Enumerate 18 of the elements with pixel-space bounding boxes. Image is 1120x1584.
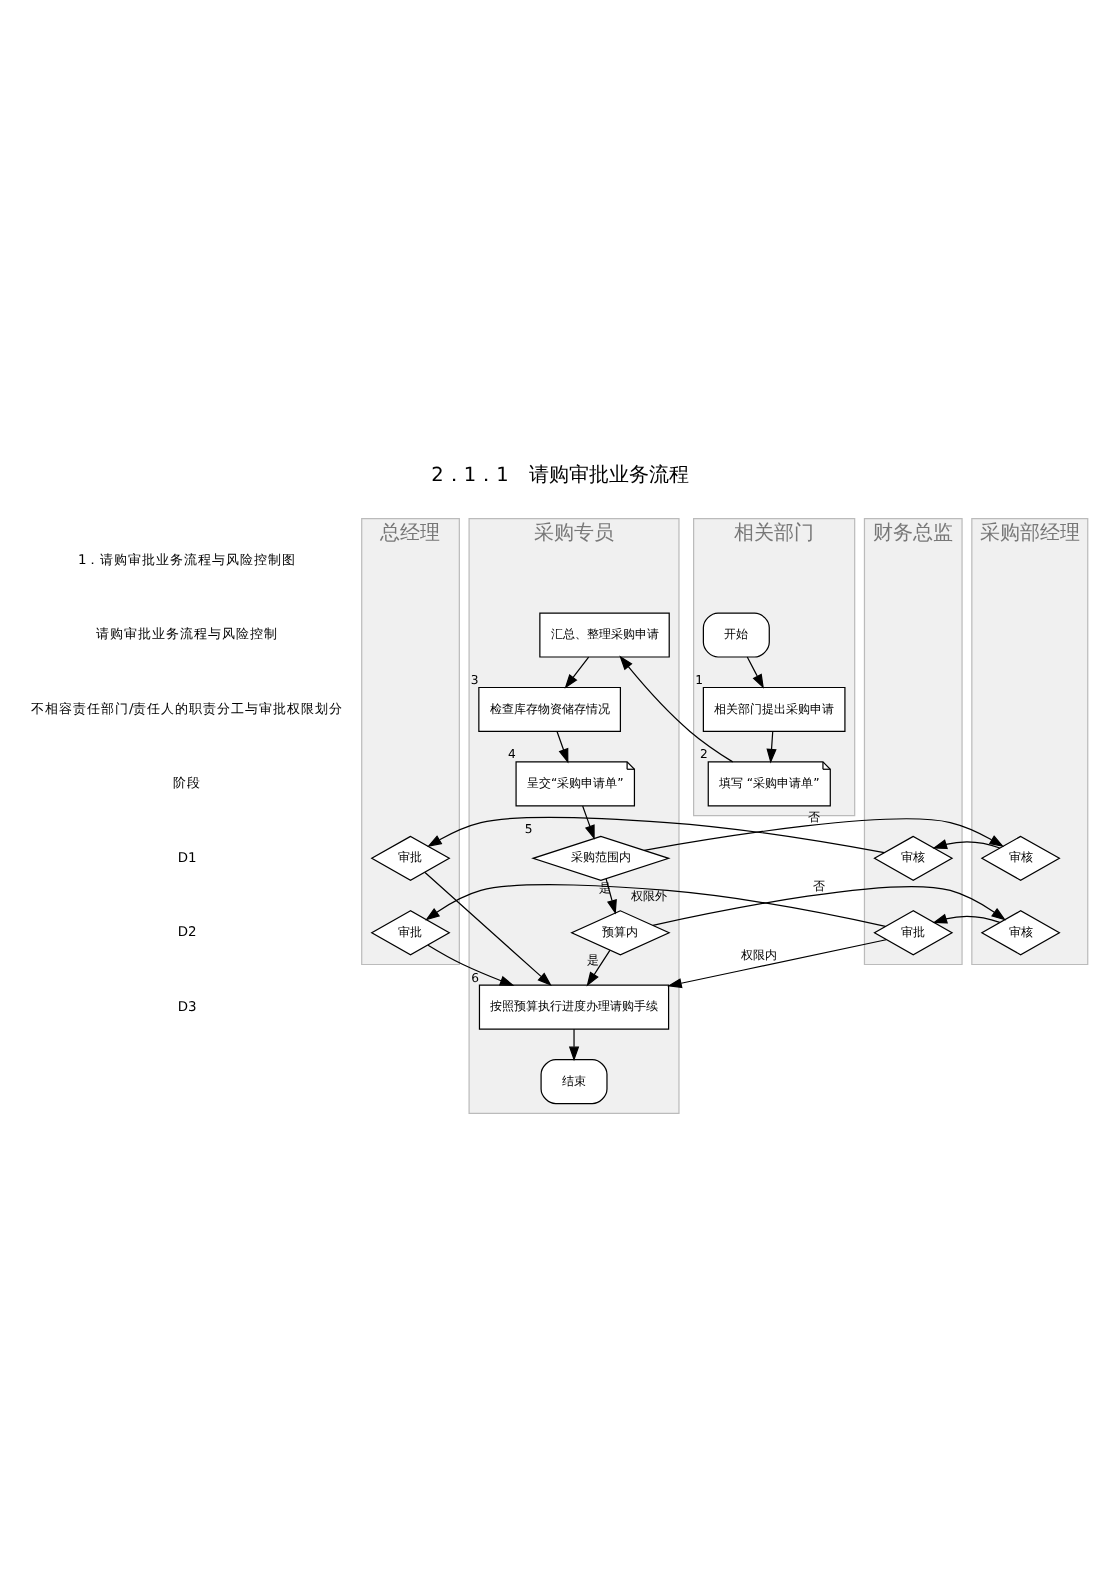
arrow (425, 884, 886, 927)
arrow (643, 818, 1005, 851)
diagram-title: 2．1．1 请购审批业务流程 (431, 465, 689, 488)
arrow (424, 871, 552, 987)
arrow (568, 1028, 580, 1062)
arrow (932, 913, 1001, 924)
arrow (746, 656, 764, 689)
arrow (652, 886, 1006, 926)
arrow (619, 655, 734, 763)
arrow (427, 944, 515, 986)
arrow (564, 656, 590, 689)
arrow (667, 939, 887, 989)
arrow (427, 816, 885, 854)
arrow (586, 949, 611, 987)
arrow (556, 730, 569, 764)
arrow (766, 730, 777, 764)
arrow (582, 805, 595, 840)
arrow (932, 839, 1001, 850)
